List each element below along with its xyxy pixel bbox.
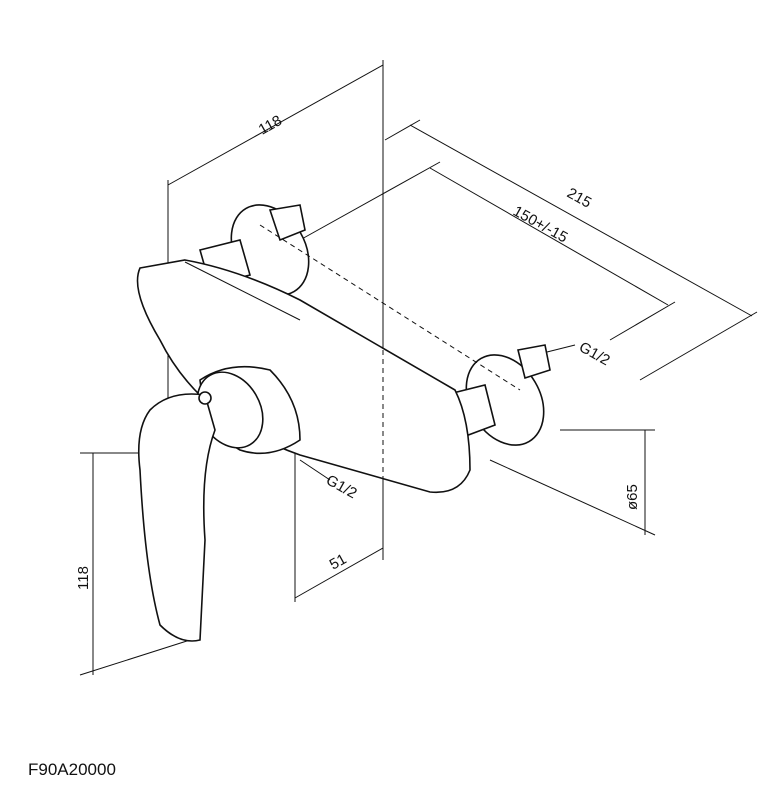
dim-outlet-offset: 51 (327, 551, 350, 574)
dim-thread-bottom: G1/2 (323, 472, 360, 503)
dim-total-depth: 215 (564, 185, 594, 212)
dim-thread-right: G1/2 (576, 339, 613, 370)
dim-flange-diameter: ø65 (624, 484, 641, 510)
product-code: F90A20000 (28, 760, 116, 779)
faucet-body (136, 80, 551, 642)
dim-top-width: 118 (256, 112, 285, 138)
dim-height: 118 (75, 566, 92, 590)
